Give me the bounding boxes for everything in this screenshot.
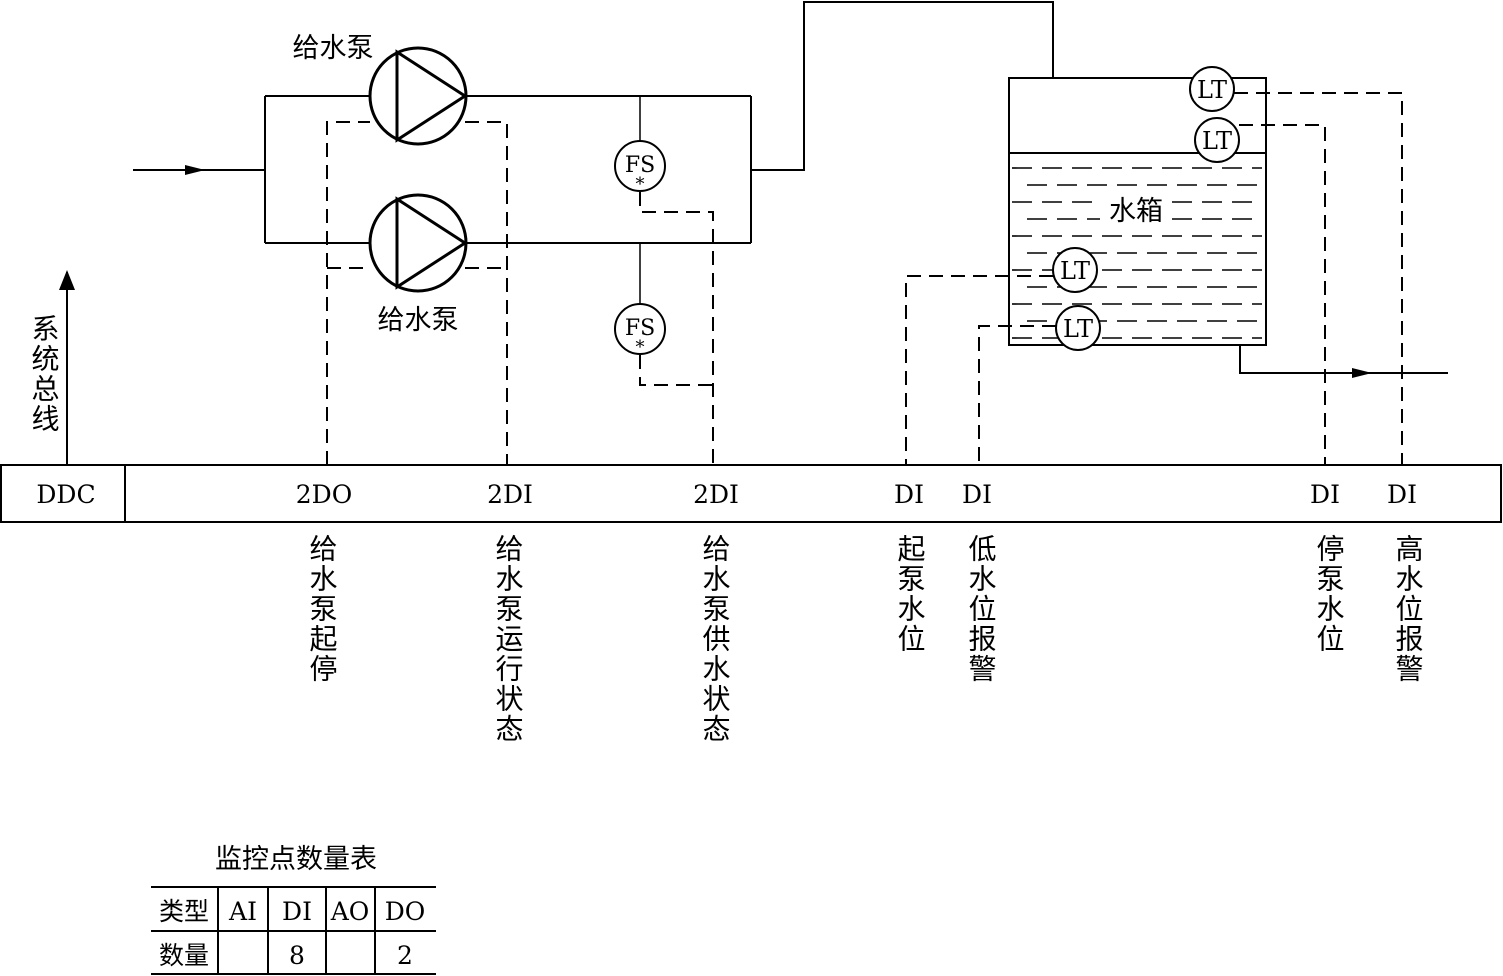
signal-high-level [1234,92,1403,465]
table-row-cell: 8 [289,941,305,970]
pump-triangle [395,196,468,290]
lower-pump [368,193,468,293]
point-description: 停泵水位 [1313,534,1346,654]
system-bus-label: 系统总线 [28,314,61,434]
ddc-controller: DDC 2DO 2DI 2DI DI DI DI DI [0,464,1502,523]
riser-pipe [751,1,1054,171]
ddc-point-type: DI [1310,480,1340,509]
pump-symbol [368,193,468,293]
table-header-cell: 类型 [159,897,209,926]
ddc-point-type: 2DI [693,480,739,509]
table-header-cell: AO [330,897,370,926]
svg-text:*: * [636,337,645,358]
signal-low-level [978,325,1056,465]
ddc-point-type: DI [894,480,924,509]
signal-flow-status-upper [639,192,714,465]
svg-text:LT: LT [1060,257,1090,285]
flow-switch-lower: FS * [614,303,666,358]
svg-text:LT: LT [1063,315,1093,343]
level-transmitter-lower: LT [1052,247,1098,293]
point-description: 给水泵运行状态 [492,534,525,744]
ddc-bar [0,464,1502,523]
upper-pump [368,46,468,146]
ddc-point-type: DI [962,480,992,509]
table-row-cell: 2 [397,941,413,970]
ddc-point-type: 2DO [296,480,352,509]
svg-text:*: * [636,174,645,195]
monitoring-point-table: 监控点数量表 类型 AI DI AO DO 数量 8 2 [151,844,436,975]
ddc-point-type: 2DI [487,480,533,509]
lower-pump-label: 给水泵 [378,305,459,336]
point-description: 低水位报警 [965,534,998,684]
pump-symbol [368,46,468,146]
flow-switch-symbol [614,140,666,192]
level-transmitter-top: LT [1189,66,1235,112]
water-tank: 水箱 [1008,77,1267,346]
svg-text:FS: FS [625,153,655,178]
flow-switch-upper: FS * [614,140,666,195]
table-title: 监控点数量表 [215,844,377,875]
ddc-label: DDC [36,480,95,509]
point-description: 起泵水位 [894,534,927,654]
level-transmitter-upper: LT [1194,117,1240,163]
outlet-pipe [1239,345,1448,374]
table-row-cell: 数量 [159,941,209,970]
point-description: 给水泵起停 [306,534,339,684]
signal-pump-start-stop [326,121,370,465]
signal-lines [326,92,1403,465]
point-description: 给水泵供水状态 [699,534,732,744]
table-header-cell: AI [228,897,257,926]
signal-start-level [905,275,1053,465]
piping [133,1,1448,378]
point-description: 高水位报警 [1392,534,1425,684]
ddc-point-type: DI [1387,480,1417,509]
inlet-arrow [185,165,205,175]
flow-switch-symbol [614,303,666,355]
signal-pump-run-status [465,121,508,465]
table-header-cell: DI [282,897,312,926]
outlet-arrow [1352,368,1372,378]
svg-text:LT: LT [1197,76,1227,104]
tank-label: 水箱 [1109,196,1163,227]
svg-text:FS: FS [625,316,655,341]
signal-flow-status-lower [639,355,713,386]
upper-pump-label: 给水泵 [293,33,374,64]
signal-stop-level [1239,124,1326,465]
pump-triangle [395,49,468,143]
level-transmitter-bottom: LT [1055,305,1101,351]
svg-text:LT: LT [1202,127,1232,155]
table-header-cell: DO [385,897,426,926]
